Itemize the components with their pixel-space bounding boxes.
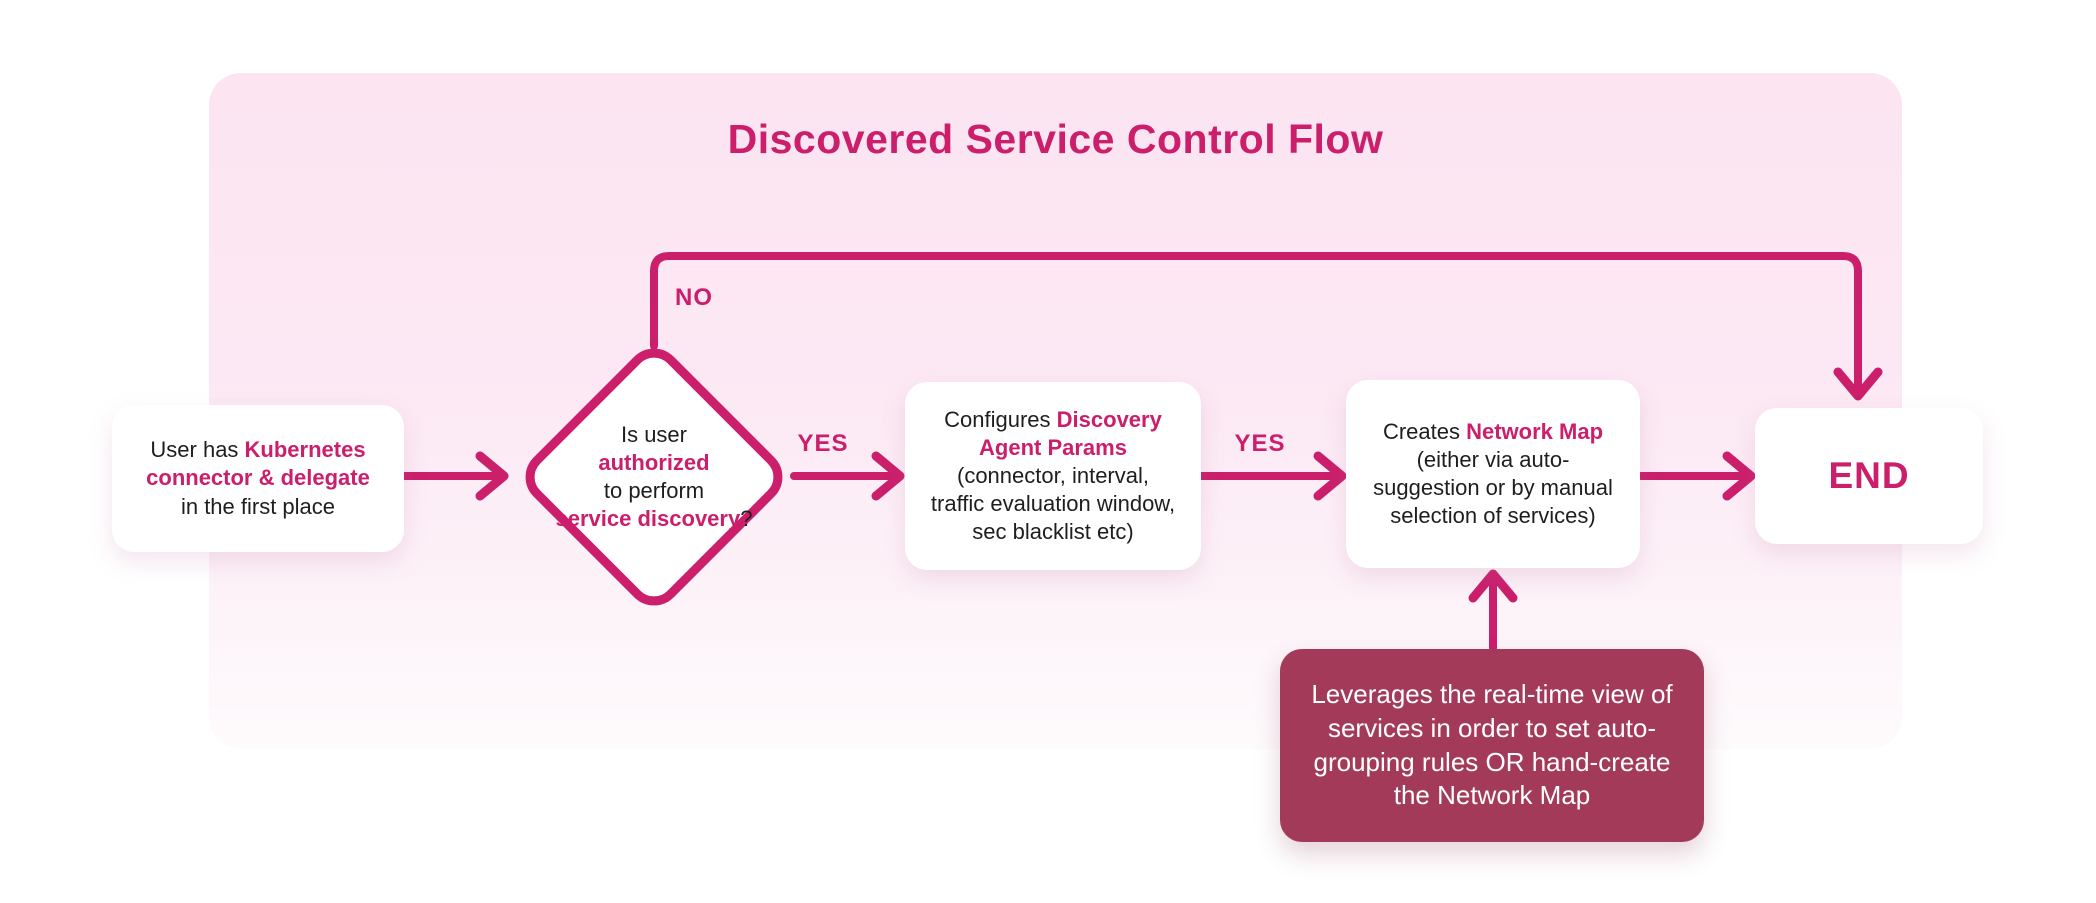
label-yes-2: YES bbox=[1234, 430, 1286, 457]
label-no: NO bbox=[675, 284, 713, 311]
arrowhead-configure-yes bbox=[1313, 451, 1347, 501]
node-end: END bbox=[1755, 408, 1983, 544]
arrowhead-start-to-decision bbox=[475, 451, 509, 501]
arrowhead-decision-yes bbox=[871, 451, 905, 501]
arrowhead-note-to-create bbox=[1468, 569, 1518, 603]
arrowhead-decision-no bbox=[1833, 367, 1883, 401]
arrowhead-create-to-end bbox=[1722, 451, 1756, 501]
node-create-network-map-text: Creates Network Map(either via auto-sugg… bbox=[1373, 418, 1613, 529]
node-create-network-map: Creates Network Map(either via auto-sugg… bbox=[1346, 380, 1640, 568]
node-end-label: END bbox=[1828, 455, 1910, 496]
edge-decision-no-to-end bbox=[650, 252, 1862, 394]
label-yes-1: YES bbox=[797, 430, 849, 457]
diagram-title: Discovered Service Control Flow bbox=[727, 116, 1384, 162]
